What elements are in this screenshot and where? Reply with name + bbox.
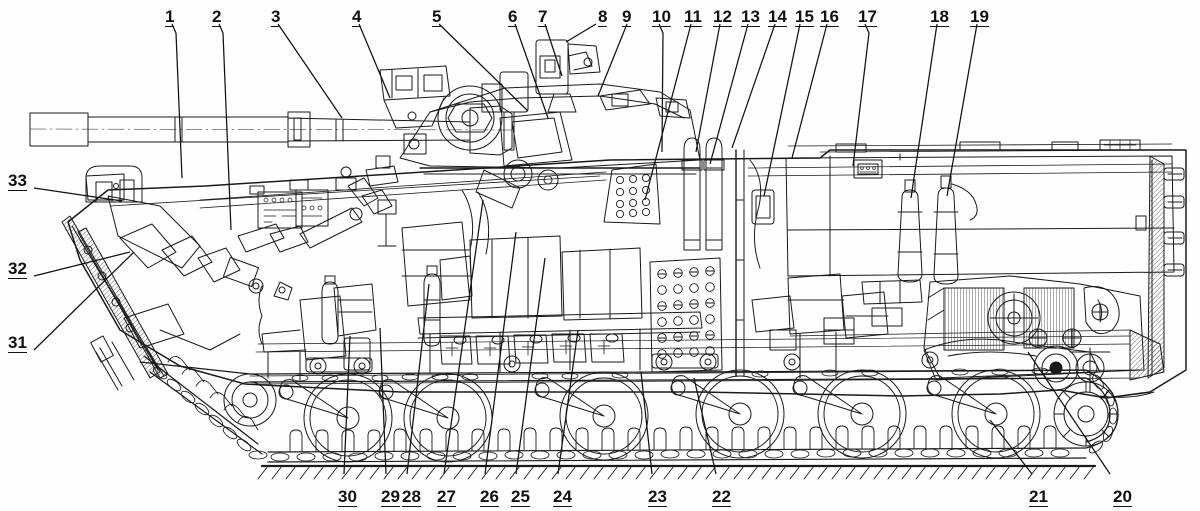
callout-number-23: 23 [648,487,667,507]
driver-compartment [237,177,397,381]
door-hinges [1163,167,1185,277]
ammo-rack-upper [603,163,661,225]
track-guide-horns [289,425,1057,453]
callout-number-7: 7 [538,7,548,27]
callout-number-28: 28 [402,487,421,507]
rear-hull-lower [1099,329,1165,398]
callout-number-15: 15 [795,7,814,27]
road-wheel-5 [792,369,907,459]
callout-number-19: 19 [970,7,989,27]
callout-number-5: 5 [432,7,442,27]
rear-compartment [785,153,1185,379]
sponson-detail [109,143,1179,385]
callout-number-13: 13 [741,7,760,27]
callout-number-20: 20 [1113,487,1132,507]
callout-number-11: 11 [684,7,702,27]
callout-number-3: 3 [271,7,281,27]
callout-number-16: 16 [820,7,839,27]
callout-number-24: 24 [553,487,572,507]
callout-number-33: 33 [8,171,27,191]
callout-number-6: 6 [508,7,518,27]
callout-number-14: 14 [768,7,787,27]
road-wheel-3 [534,371,649,461]
callout-number-30: 30 [338,487,357,507]
vehicle-outline-group [29,39,1187,480]
front-compartment-structures [85,165,264,351]
callout-number-32: 32 [8,259,27,279]
ground-line [257,464,1097,480]
road-wheel-6 [926,369,1041,459]
road-wheel-2 [378,373,493,463]
callout-number-12: 12 [713,7,732,27]
callout-number-25: 25 [511,487,530,507]
ammo-rack-lower [649,257,723,373]
callout-number-22: 22 [712,487,731,507]
callout-number-29: 29 [381,487,400,507]
turret-assembly [399,39,775,377]
callout-number-18: 18 [930,7,949,27]
callout-number-1: 1 [165,7,175,27]
callout-number-2: 2 [212,7,222,27]
track [139,355,1119,463]
callout-number-9: 9 [622,7,632,27]
callout-number-26: 26 [480,487,499,507]
fire-extinguisher-left [897,179,923,283]
side-structure-detail [255,329,1131,353]
callout-number-31: 31 [8,333,27,353]
fire-extinguisher-right [933,175,978,285]
gun-barrel [29,105,515,156]
callout-number-21: 21 [1029,487,1048,507]
callout-number-17: 17 [858,7,877,27]
callout-number-4: 4 [352,7,362,27]
deck-fittings [249,139,1141,195]
callout-number-8: 8 [598,7,608,27]
callout-number-10: 10 [652,7,671,27]
road-wheel-4 [670,369,785,459]
callout-number-27: 27 [437,487,456,507]
